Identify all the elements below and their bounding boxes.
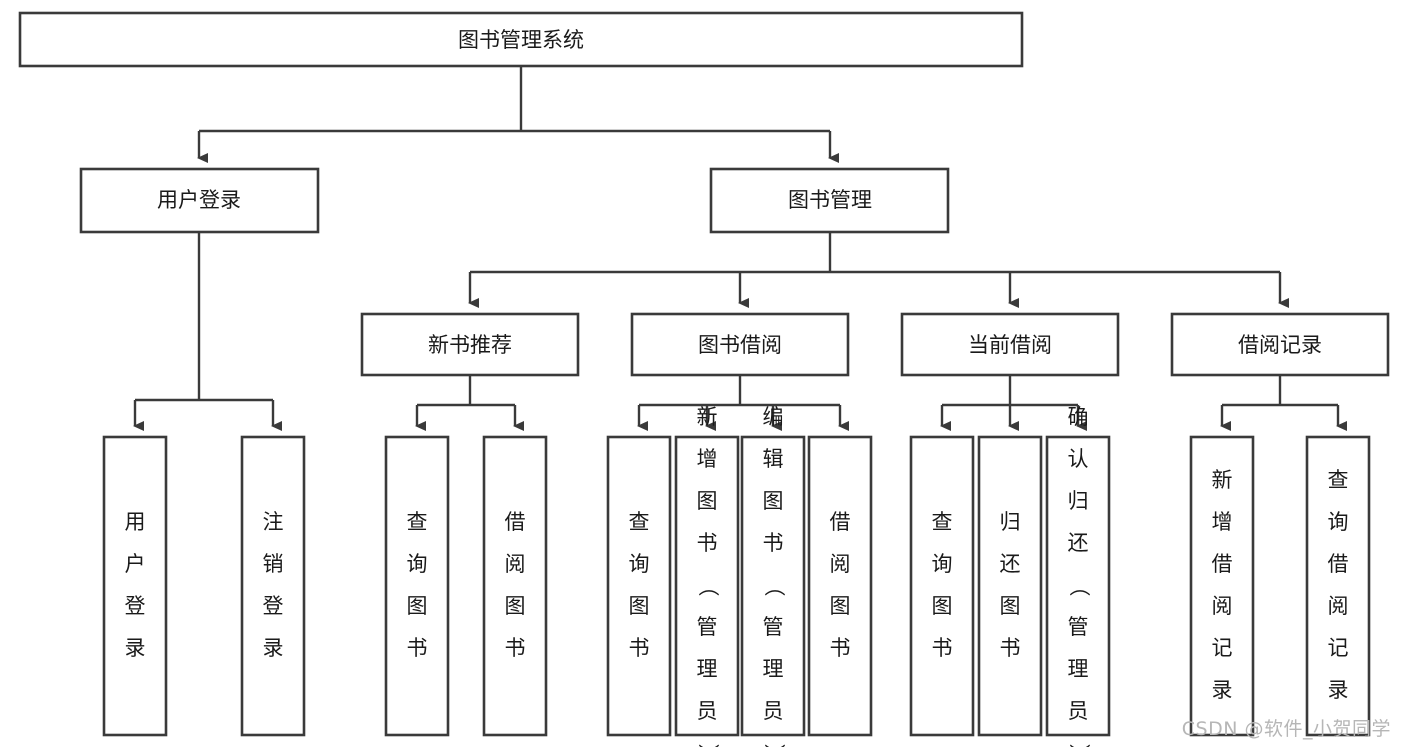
node-leaf-query-record[interactable]: 查询借阅记录 [1305, 435, 1371, 737]
node-user-login-label: 用户登录 [157, 188, 241, 212]
node-borrow-record[interactable]: 借阅记录 [1170, 312, 1390, 377]
node-leaf-borrow-book-1[interactable]: 借阅图书 [482, 435, 548, 737]
node-root-box[interactable] [18, 11, 1024, 68]
node-leaf-user-logout[interactable]: 注销登录 [240, 435, 306, 737]
node-leaf-query-record-box[interactable] [1305, 435, 1371, 737]
node-book-management[interactable]: 图书管理 [709, 167, 950, 234]
node-book-management-box[interactable] [709, 167, 950, 234]
node-current-borrow-box[interactable] [900, 312, 1120, 377]
node-leaf-confirm-return-label: 确认归还管理员 [1068, 405, 1089, 723]
node-leaf-query-record-label: 查询借阅记录 [1328, 468, 1349, 702]
node-leaf-add-book-box[interactable] [674, 435, 740, 737]
svg-text:）: ） [762, 744, 786, 747]
node-book-borrow[interactable]: 图书借阅 [630, 312, 850, 377]
node-book-borrow-box[interactable] [630, 312, 850, 377]
node-leaf-borrow-book-2-label: 借阅图书 [830, 510, 851, 660]
node-leaf-edit-book-label: 编辑图书管理员 [763, 405, 784, 723]
node-leaf-add-record-box[interactable] [1189, 435, 1255, 737]
node-leaf-query-book-3-label: 查询图书 [932, 510, 953, 660]
node-leaf-query-book-2-label: 查询图书 [629, 510, 650, 660]
node-root-label: 图书管理系统 [458, 28, 584, 52]
node-leaf-return-book-label: 归还图书 [1000, 510, 1021, 660]
node-leaf-query-book-3-box[interactable] [909, 435, 975, 737]
node-leaf-add-record-label: 新增借阅记录 [1212, 468, 1233, 702]
node-leaf-user-logout-box[interactable] [240, 435, 306, 737]
node-leaf-return-book[interactable]: 归还图书 [977, 435, 1043, 737]
node-book-management-label: 图书管理 [788, 188, 872, 212]
svg-text:（: （ [696, 576, 720, 597]
node-leaf-query-book-2[interactable]: 查询图书 [606, 435, 672, 737]
connectors-group [133, 66, 1347, 431]
node-borrow-record-label: 借阅记录 [1238, 333, 1322, 357]
leaf-nodes-group: 用户登录 注销登录 查询图书 借阅图书 查询图书 新增图书管理员 （ ） [102, 405, 1371, 747]
svg-text:（: （ [762, 576, 786, 597]
node-current-borrow-label: 当前借阅 [968, 333, 1052, 357]
node-leaf-user-logout-label: 注销登录 [263, 510, 284, 660]
node-book-borrow-label: 图书借阅 [698, 333, 782, 357]
node-leaf-user-login[interactable]: 用户登录 [102, 435, 168, 737]
node-borrow-record-box[interactable] [1170, 312, 1390, 377]
node-user-login[interactable]: 用户登录 [79, 167, 320, 234]
node-leaf-add-book[interactable]: 新增图书管理员 （ ） [674, 405, 740, 747]
node-leaf-query-book-3[interactable]: 查询图书 [909, 435, 975, 737]
node-leaf-borrow-book-2[interactable]: 借阅图书 [807, 435, 873, 737]
node-leaf-user-login-box[interactable] [102, 435, 168, 737]
node-leaf-confirm-return-box[interactable] [1045, 435, 1111, 737]
node-leaf-query-book-1-label: 查询图书 [407, 510, 428, 660]
node-leaf-borrow-book-1-box[interactable] [482, 435, 548, 737]
node-leaf-add-book-label: 新增图书管理员 [697, 405, 718, 723]
node-new-book-recommend[interactable]: 新书推荐 [360, 312, 580, 377]
node-user-login-box[interactable] [79, 167, 320, 234]
node-leaf-edit-book-box[interactable] [740, 435, 806, 737]
csdn-watermark: CSDN @软件_小贺同学 [1181, 718, 1391, 740]
node-leaf-edit-book[interactable]: 编辑图书管理员 （ ） [740, 405, 806, 747]
node-leaf-add-record[interactable]: 新增借阅记录 [1189, 435, 1255, 737]
node-leaf-user-login-label: 用户登录 [125, 510, 146, 660]
node-root[interactable]: 图书管理系统 [18, 11, 1024, 68]
node-new-book-recommend-box[interactable] [360, 312, 580, 377]
node-leaf-borrow-book-1-label: 借阅图书 [505, 510, 526, 660]
node-leaf-query-book-1-box[interactable] [384, 435, 450, 737]
svg-text:（: （ [1067, 576, 1091, 597]
node-new-book-recommend-label: 新书推荐 [428, 333, 512, 357]
svg-text:）: ） [696, 744, 720, 747]
svg-text:）: ） [1067, 744, 1091, 747]
node-leaf-return-book-box[interactable] [977, 435, 1043, 737]
node-leaf-confirm-return[interactable]: 确认归还管理员 （ ） [1045, 405, 1111, 747]
node-leaf-borrow-book-2-box[interactable] [807, 435, 873, 737]
node-leaf-query-book-1[interactable]: 查询图书 [384, 435, 450, 737]
node-leaf-query-book-2-box[interactable] [606, 435, 672, 737]
node-current-borrow[interactable]: 当前借阅 [900, 312, 1120, 377]
